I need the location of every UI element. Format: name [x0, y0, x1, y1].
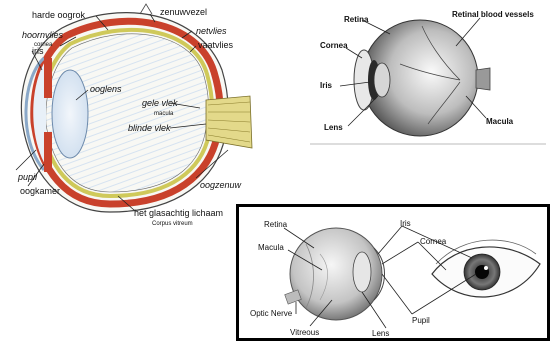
label-iris-cutaway: Iris [400, 219, 411, 228]
lens-gray [374, 63, 390, 97]
label-vitreous-cutaway: Vitreous [290, 328, 319, 337]
lens-shape [52, 70, 88, 158]
label-vaatvlies: vaatvlies [198, 40, 234, 50]
cutaway-lens [353, 252, 371, 292]
label-iris: iris [32, 46, 44, 56]
label-macula: macula [154, 111, 174, 117]
iris-top [44, 58, 52, 98]
label-retina-cutaway: Retina [264, 220, 288, 229]
label-lens-cutaway: Lens [372, 329, 389, 338]
grayscale-eye-diagram: Retina Retinal blood vessels Cornea Iris… [310, 0, 546, 146]
label-cornea-gray: Cornea [320, 41, 348, 50]
dutch-eye-cross-section: harde oogrok zenuwvezel hoornvlies corne… [0, 0, 300, 230]
label-netvlies: netvlies [196, 26, 227, 36]
optic-nerve-gray [476, 68, 490, 90]
label-ooglens: ooglens [90, 84, 122, 94]
label-oogzenuw: oogzenuw [200, 180, 242, 190]
label-retina-gray: Retina [344, 15, 369, 24]
label-oogkamer: oogkamer [20, 186, 60, 196]
label-pupil-cutaway: Pupil [412, 316, 430, 325]
label-harde-oogrok: harde oogrok [32, 10, 86, 20]
iris-bottom [44, 132, 52, 172]
label-glasachtig-lichaam: het glasachtig lichaam [134, 208, 223, 218]
label-macula-gray: Macula [486, 117, 514, 126]
label-macula-cutaway: Macula [258, 243, 284, 252]
label-zenuwvezel: zenuwvezel [160, 7, 207, 17]
label-retinal-vessels-gray: Retinal blood vessels [452, 10, 534, 19]
label-blinde-vlek: blinde vlek [128, 123, 171, 133]
label-lens-gray: Lens [324, 123, 343, 132]
label-gele-vlek: gele vlek [142, 98, 178, 108]
label-corpus-vitreum: Corpus vitreum [152, 221, 193, 227]
label-pupil: pupil [17, 172, 38, 182]
label-hoornvlies: hoornvlies [22, 30, 64, 40]
label-iris-gray: Iris [320, 81, 333, 90]
label-cornea-cutaway: Cornea [420, 237, 447, 246]
label-optic-nerve-cutaway: Optic Nerve [250, 309, 293, 318]
cutaway-eye-diagram: Retina Iris Macula Cornea Optic Nerve Pu… [236, 204, 550, 342]
